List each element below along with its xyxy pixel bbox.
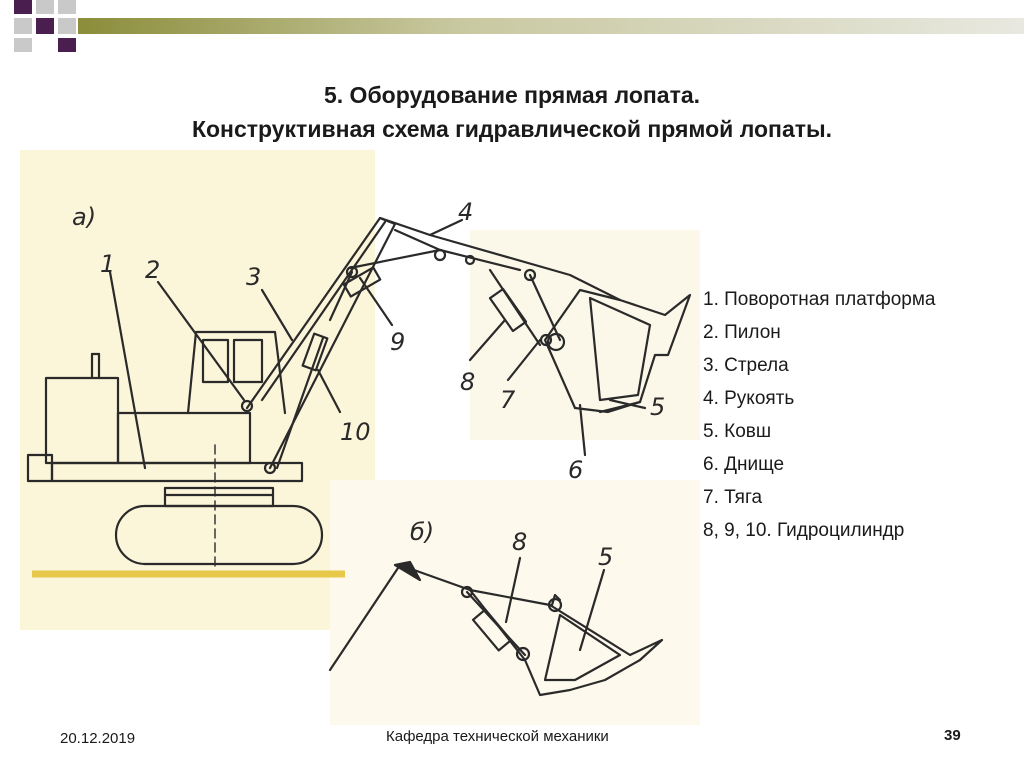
callout-6: 6 [568,456,583,484]
title-line-1: 5. Оборудование прямая лопата. [323,82,701,108]
callout-10: 10 [340,418,371,446]
legend-item: 3. Стрела [703,355,789,376]
legend-item: 6. Днище [703,454,785,475]
callout-1: 1 [100,250,115,278]
callout-b-8: 8 [512,528,527,556]
callout-2: 2 [145,256,160,284]
callout-4: 4 [458,198,473,226]
legend-item: 4. Рукоять [703,388,795,409]
callout-3: 3 [246,263,261,291]
legend-item: 5. Ковш [703,421,772,442]
page-title: 5. Оборудование прямая лопата. Конструкт… [0,78,1024,146]
footer-date: 20.12.2019 [60,730,136,747]
callout-b-5: 5 [598,543,613,571]
callout-7: 7 [500,386,516,414]
title-line-2: Конструктивная схема гидравлической прям… [191,116,833,142]
callout-9: 9 [390,328,405,356]
legend-item: 2. Пилон [703,322,781,343]
legend-list: 1. Поворотная платформа 2. Пилон 3. Стре… [703,287,935,551]
callout-8: 8 [460,368,475,396]
panel-b-label: б) [410,518,434,546]
excavator-diagram: а) б) 1 2 3 4 5 6 7 8 9 10 8 5 [20,150,700,725]
panel-a-label: а) [72,203,96,231]
callout-5: 5 [650,393,665,421]
legend-item: 7. Тяга [703,487,763,508]
page-number: 39 [944,727,961,744]
legend-item: 8, 9, 10. Гидроцилиндр [703,520,905,541]
legend-item: 1. Поворотная платформа [703,289,936,310]
footer-department: Кафедра технической механики [386,728,609,745]
